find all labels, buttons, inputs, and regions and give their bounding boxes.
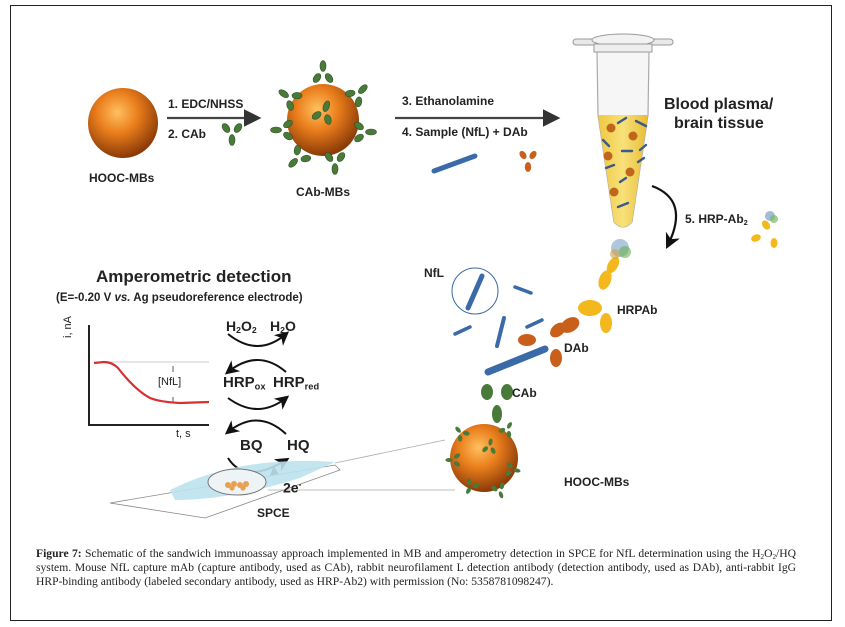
sample-tube: [572, 33, 674, 228]
cab-mbs-label: CAb-MBs: [296, 185, 350, 199]
hooc-mb-bead: [88, 88, 158, 158]
amperometric-subtitle: (E=-0.20 V vs. Ag pseudoreference electr…: [56, 292, 303, 304]
complex-hooc-mbs-label: HOOC-MBs: [564, 475, 630, 489]
step2-label: 2. CAb: [168, 127, 207, 141]
current-trace: [93, 360, 210, 405]
immunocomplex: [445, 239, 631, 501]
nfl-icon: [431, 153, 478, 174]
amperometric-title: Amperometric detection: [96, 267, 292, 286]
spce-label: SPCE: [257, 506, 290, 520]
bq-label: BQ: [240, 437, 263, 454]
hrp-red-label: HRPred: [273, 374, 320, 392]
dab-label: DAb: [564, 341, 589, 355]
plot-annotation: [NfL]: [158, 376, 182, 388]
sample-label-line2: brain tissue: [674, 115, 764, 132]
figure-caption: Figure 7: Schematic of the sandwich immu…: [36, 547, 797, 588]
h2o2-label: H2O2: [226, 318, 257, 336]
cab-mb-bead: [287, 84, 359, 156]
step4-label: 4. Sample (NfL) + DAb: [402, 125, 528, 139]
hrp-ab2-icon: [751, 211, 778, 248]
cab-label: CAb: [512, 386, 537, 400]
plot-ylabel: i, nA: [62, 315, 74, 338]
spce-electrode: [109, 439, 455, 519]
hooc-mbs-label: HOOC-MBs: [89, 171, 155, 185]
hrp-ox-label: HRPox: [223, 374, 266, 392]
nfl-label: NfL: [424, 266, 444, 280]
hrpab-label: HRPAb: [617, 303, 658, 317]
hq-label: HQ: [287, 437, 310, 454]
step5-arrow: [651, 184, 680, 249]
electrons-label: 2e-: [283, 479, 302, 496]
h2o-label: H2O: [270, 318, 296, 336]
cab-antibody-icon: [220, 121, 244, 146]
step1-label: 1. EDC/NHSS: [168, 97, 244, 111]
dab-antibody-icon: [519, 150, 537, 172]
sample-label-line1: Blood plasma/: [664, 96, 774, 113]
nfl-magnify-circle: [451, 267, 499, 315]
caption-label: Figure 7:: [36, 547, 82, 560]
amperometric-plot: [88, 325, 210, 426]
step5-label: 5. HRP-Ab2: [685, 212, 748, 227]
step3-label: 3. Ethanolamine: [402, 94, 495, 108]
plot-xlabel: t, s: [176, 428, 191, 440]
